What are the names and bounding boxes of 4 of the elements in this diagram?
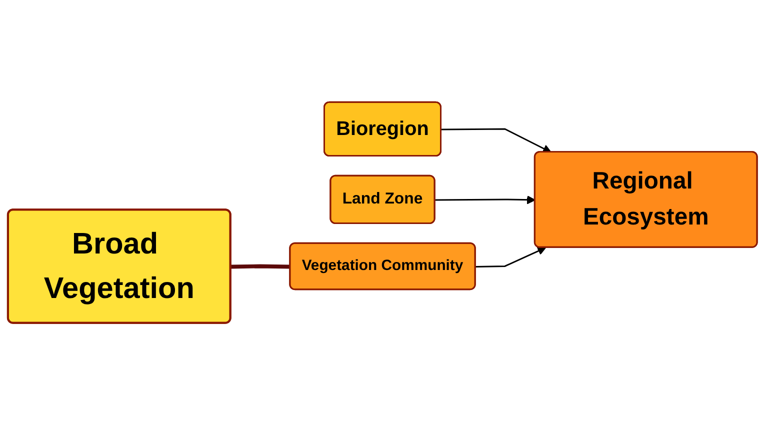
arrow [441,128,552,153]
connector [230,264,290,269]
arrow [435,195,536,204]
arrow [476,246,546,268]
